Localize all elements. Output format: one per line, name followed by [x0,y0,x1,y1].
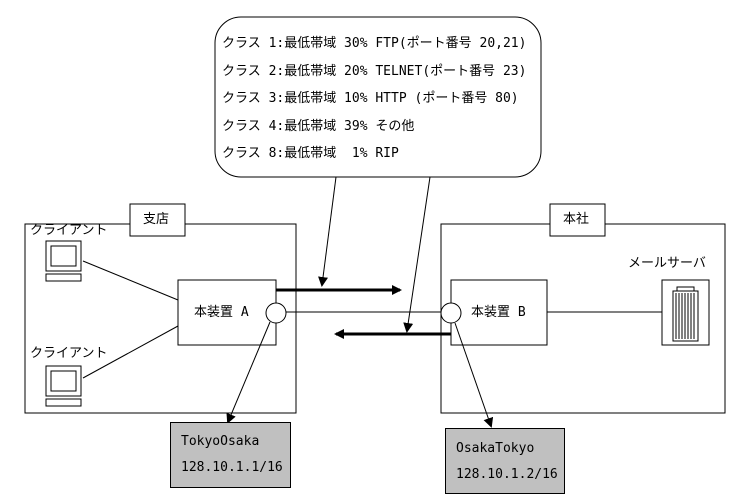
qos-bubble [214,16,542,178]
branch-label-box [129,203,186,237]
qos-class-3: クラス 3:最低帯域 10% HTTP (ポート番号 80) [222,91,519,106]
branch-label: 支店 [143,212,170,227]
qos-class-8: クラス 8:最低帯域 1% RIP [222,146,399,161]
client-top-link [82,260,179,301]
device-a-box [177,279,277,346]
device-b-label: 本装置 B [471,305,526,320]
bubble-pointer-a [318,176,337,287]
hq-label: 本社 [563,212,590,227]
bubble-pointer-b [403,176,431,333]
interface-a-circle [265,302,287,324]
interface-a-box: TokyoOsaka 128.10.1.1/16 [170,422,291,488]
interface-b-address: 128.10.1.2/16 [456,467,558,482]
interface-b-pointer [454,322,494,428]
qos-class-1: クラス 1:最低帯域 30% FTP(ポート番号 20,21) [222,36,527,51]
interface-a-address: 128.10.1.1/16 [181,460,283,475]
interface-b-circle [440,302,462,324]
interface-a-pointer [226,321,271,424]
interface-b-name: OsakaTokyo [456,441,535,456]
device-a-label: 本装置 A [194,305,249,320]
qos-class-4: クラス 4:最低帯域 39% その他 [222,119,415,134]
mail-server-label: メールサーバ [628,256,706,271]
interface-b-box: OsakaTokyo 128.10.1.2/16 [445,428,565,494]
client-bottom-icon [45,365,82,407]
interface-a-name: TokyoOsaka [181,434,260,449]
device-b-box [450,279,548,346]
mail-server-icon [661,279,710,346]
hq-label-box [549,203,606,237]
qos-class-2: クラス 2:最低帯域 20% TELNET(ポート番号 23) [222,64,527,79]
client-top-icon [45,240,82,282]
client-bottom-label: クライアント [30,346,108,361]
client-top-label: クライアント [30,223,108,238]
client-bottom-link [82,325,179,379]
